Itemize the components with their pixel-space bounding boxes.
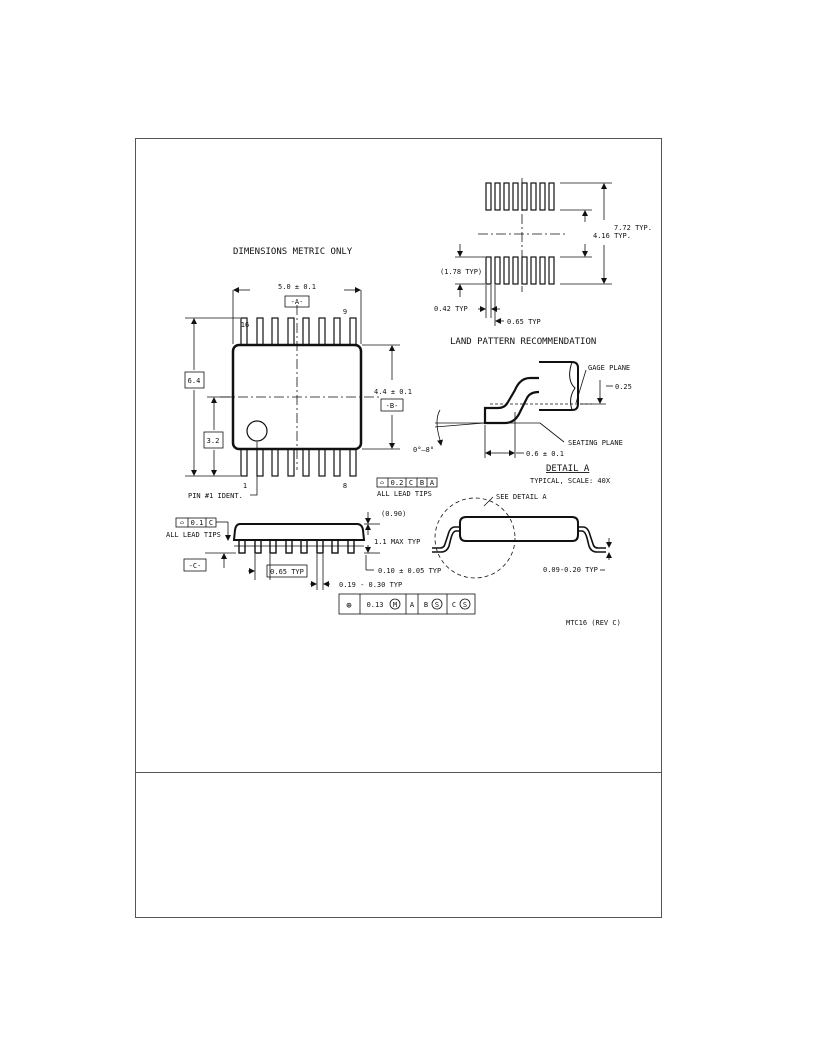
drawing-title: DIMENSIONS METRIC ONLY [233, 247, 353, 257]
side-tol-datum: C [209, 519, 213, 527]
section-divider [135, 772, 662, 773]
lead-thickness-label: 0.09-0.20 TYP [543, 566, 598, 574]
tol-datum-b: B [420, 479, 424, 487]
detail-a [434, 361, 613, 458]
fcf-s-modifier-1: S [435, 601, 439, 609]
fcf-datum-a: A [410, 601, 415, 609]
datum-c-label: -C- [189, 562, 202, 570]
side-tol-value: 0.1 [191, 519, 204, 527]
top-view [184, 287, 438, 496]
fcf-s-modifier-2: S [463, 601, 467, 609]
half-width-label: 3.2 [207, 437, 220, 445]
dim-025-label: 0.25 [615, 383, 632, 391]
dim-090-label: (0.90) [381, 510, 406, 518]
total-width-label: 6.4 [188, 377, 201, 385]
pin1-label: 1 [243, 482, 247, 490]
land-dim-042: 0.42 TYP [434, 305, 468, 313]
detail-a-title: DETAIL A [546, 464, 590, 474]
pin1-dot [246, 420, 268, 442]
all-lead-tips-label: ALL LEAD TIPS [377, 490, 432, 498]
land-dim-065: 0.65 TYP [507, 318, 541, 326]
fcf-m-modifier: M [393, 601, 397, 609]
end-view [432, 496, 612, 579]
datum-b-label: -B- [386, 402, 399, 410]
land-dim-178: (1.78 TYP) [440, 268, 482, 276]
pin1-ident-label: PIN #1 IDENT. [188, 492, 243, 500]
angle-label: 0°–8° [413, 446, 434, 454]
max-height-label: 1.1 MAX TYP [374, 538, 420, 546]
width-dim-label: 5.0 ± 0.1 [278, 283, 316, 291]
side-view [175, 512, 476, 615]
land-pattern-title: LAND PATTERN RECOMMENDATION [450, 337, 596, 347]
body-width-label: 4.4 ± 0.1 [374, 388, 412, 396]
side-all-lead-tips: ALL LEAD TIPS [166, 531, 221, 539]
top-pins [240, 317, 357, 346]
fcf-value: 0.13 [367, 601, 384, 609]
land-pattern [455, 178, 612, 326]
lead-width-label: 0.19 - 0.30 TYP [339, 581, 402, 589]
page-frame [135, 138, 662, 918]
dim-06-label: 0.6 ± 0.1 [526, 450, 564, 458]
detail-a-scale: TYPICAL, SCALE: 40X [530, 477, 611, 485]
fcf-datum-b: B [424, 601, 428, 609]
land-dim-772: 7.72 TYP. [614, 224, 652, 232]
tol-sym: ⌓ [380, 479, 385, 487]
drawing-id: MTC16 (REV C) [566, 619, 621, 627]
pitch-label: 0.65 TYP [270, 568, 304, 576]
pin8-label: 8 [343, 482, 347, 490]
pin9-label: 9 [343, 308, 347, 316]
bottom-pins [240, 448, 357, 477]
gage-plane-label: GAGE PLANE [588, 364, 630, 372]
tol-value: 0.2 [391, 479, 404, 487]
tol-datum-c: C [409, 479, 413, 487]
see-detail-a-label: SEE DETAIL A [496, 493, 547, 501]
datum-a-label: -A- [291, 298, 304, 306]
side-tol-sym: ⌓ [180, 519, 185, 527]
seating-plane-label: SEATING PLANE [568, 439, 623, 447]
land-dim-416: 4.16 TYP. [593, 232, 631, 240]
standoff-label: 0.10 ± 0.05 TYP [378, 567, 441, 575]
tol-datum-a: A [430, 479, 435, 487]
fcf-datum-c: C [452, 601, 456, 609]
pin16-label: 16 [241, 321, 249, 329]
fcf-position-symbol: ⊕ [346, 601, 351, 611]
